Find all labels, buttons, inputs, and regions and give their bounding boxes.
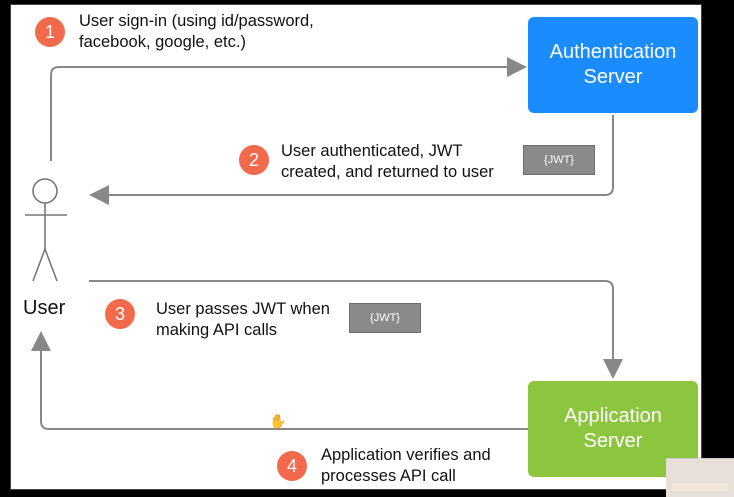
step-4-text: Application verifies and processes API c… [321, 445, 491, 487]
thumbnail-strip [672, 483, 728, 491]
step-1-badge: 1 [35, 17, 65, 47]
arrow-api-response [31, 331, 528, 430]
app-server-label-line1: Application [564, 405, 662, 427]
step-3-line2: making API calls [156, 321, 278, 339]
app-server-label-line2: Server [583, 430, 643, 452]
user-label: User [23, 297, 66, 319]
step-4-line1: Application verifies and [321, 446, 491, 464]
authentication-server-box: Authentication Server [528, 17, 698, 113]
step-4-line2: processes API call [321, 467, 456, 485]
step-2-text: User authenticated, JWT created, and ret… [281, 141, 494, 183]
step-3-badge: 3 [105, 299, 135, 329]
connector-lines [25, 57, 623, 430]
step-4-badge: 4 [277, 451, 307, 481]
step-3-text: User passes JWT when making API calls [156, 299, 330, 341]
step-1-line1: User sign-in (using id/password, [79, 12, 314, 30]
arrow-signin [50, 57, 527, 161]
arrow-jwt-return [89, 115, 614, 205]
step-2-line2: created, and returned to user [281, 163, 494, 181]
jwt-token-box-request: {JWT} [349, 303, 421, 333]
auth-server-label-line1: Authentication [549, 41, 677, 63]
webcam-thumbnail [666, 458, 734, 497]
jwt-token-box-return: {JWT} [523, 145, 595, 175]
user-stick-figure-icon [25, 178, 67, 282]
auth-server-label-line2: Server [583, 66, 643, 88]
step-1-line2: facebook, google, etc.) [79, 33, 246, 51]
step-1-text: User sign-in (using id/password, faceboo… [79, 11, 314, 53]
arrow-api-call [89, 280, 623, 379]
step-2-badge: 2 [239, 145, 269, 175]
step-3-line1: User passes JWT when [156, 300, 330, 318]
step-2-line1: User authenticated, JWT [281, 142, 463, 160]
diagram-canvas: Authentication Server Application Server… [10, 4, 702, 490]
hand-cursor-icon: ✋ [269, 413, 287, 429]
